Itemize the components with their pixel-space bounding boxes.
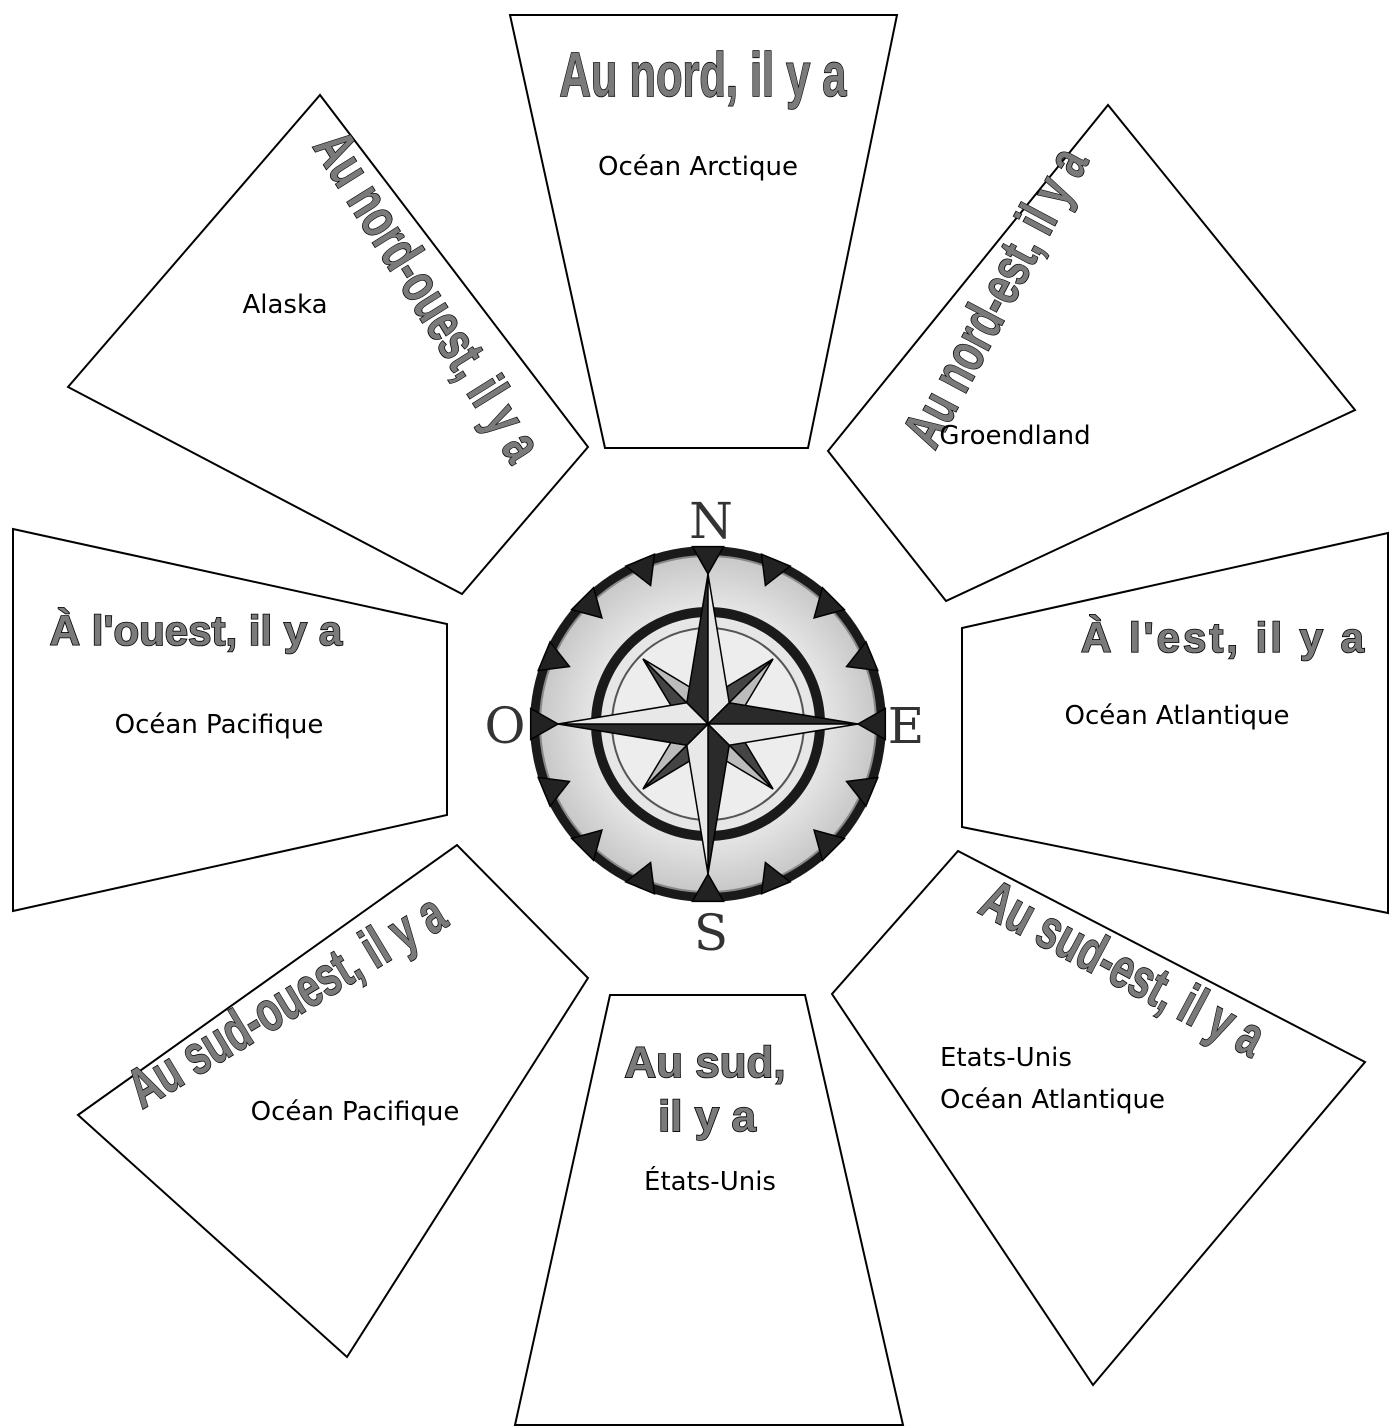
panel-south: Au sud, il y a États-Unis (515, 995, 903, 1425)
panel-north: Au nord, il y a Océan Arctique (510, 15, 897, 448)
panel-south-heading-1: Au sud, (624, 1038, 785, 1087)
compass-label-north: N (689, 492, 733, 550)
panel-northeast-answer: Groendland (939, 421, 1090, 451)
panel-east-heading: À l'est, il y a (1081, 614, 1367, 661)
panel-northwest: Au nord-ouest, il y a Alaska (68, 95, 588, 594)
panel-southeast-answer-1: Etats-Unis (940, 1043, 1072, 1073)
panel-east-answer: Océan Atlantique (1065, 701, 1290, 731)
panel-south-answer: États-Unis (644, 1165, 776, 1197)
panel-southwest: Au sud-ouest, il y a Océan Pacifique (78, 845, 588, 1357)
panel-west: À l'ouest, il y a Océan Pacifique (13, 529, 447, 911)
panel-southwest-answer: Océan Pacifique (251, 1097, 460, 1127)
compass-label-east: E (888, 697, 925, 755)
compass-label-south: S (694, 904, 728, 962)
panel-east: À l'est, il y a Océan Atlantique (962, 533, 1388, 913)
compass-label-west: O (485, 697, 526, 755)
panel-west-heading: À l'ouest, il y a (50, 607, 343, 654)
panel-north-heading: Au nord, il y a (560, 42, 848, 110)
panel-southeast-answer-2: Océan Atlantique (940, 1085, 1165, 1115)
panel-west-answer: Océan Pacifique (115, 710, 324, 740)
panel-north-answer: Océan Arctique (598, 152, 798, 182)
panel-southeast: Au sud-est, il y a Etats-Unis Océan Atla… (832, 851, 1365, 1385)
compass-rose (530, 546, 886, 902)
panel-south-heading-2: il y a (658, 1092, 756, 1141)
panel-northwest-answer: Alaska (242, 290, 327, 320)
panel-northeast: Au nord-est, il y a Groendland (828, 105, 1355, 601)
